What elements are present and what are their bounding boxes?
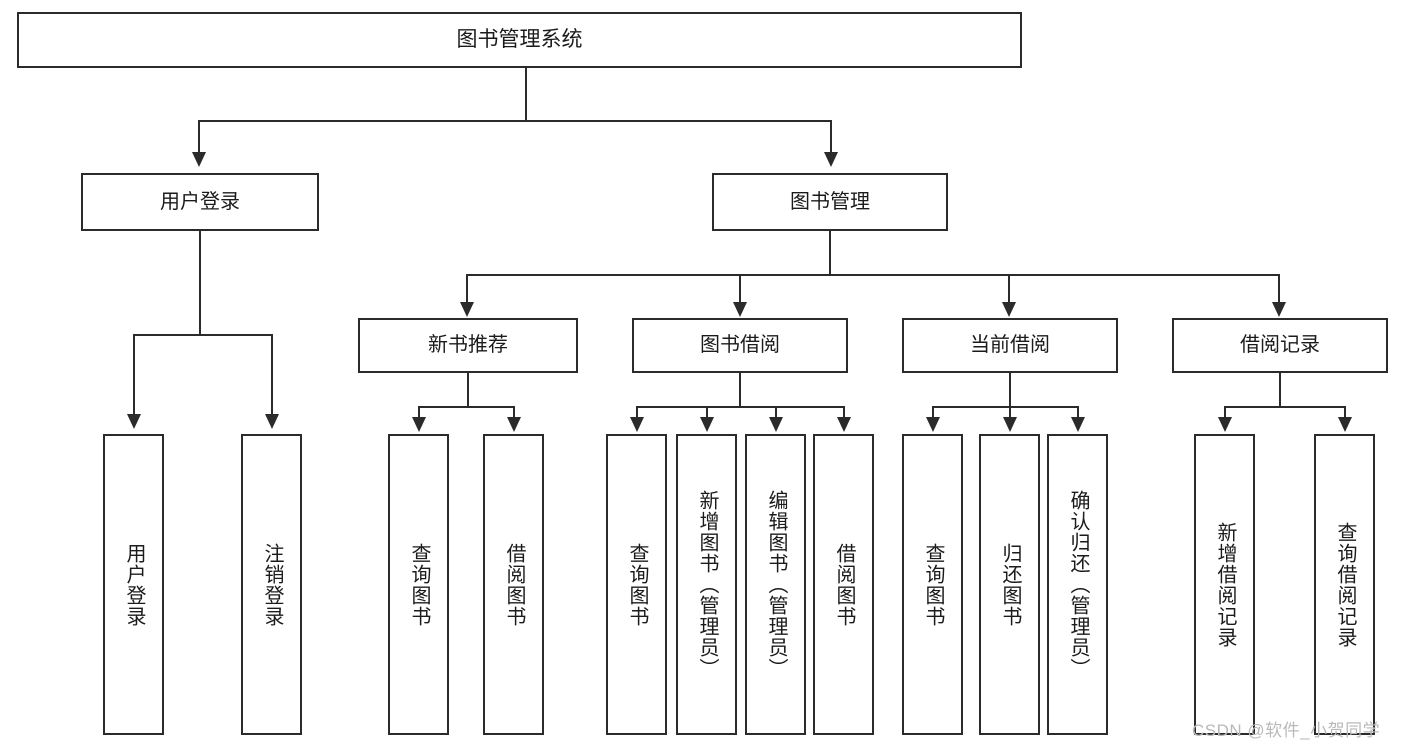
arrowhead-br-leaf-1	[1218, 417, 1232, 432]
arrowhead-cb-leaf-2	[1003, 417, 1017, 432]
connector-to-book-borrow	[739, 274, 741, 304]
node-label: 图书管理系统	[456, 27, 583, 51]
node-book-management[interactable]: 图书管理	[712, 173, 948, 231]
arrowhead-cb-leaf-1	[926, 417, 940, 432]
arrowhead-cb-leaf-3	[1071, 417, 1085, 432]
node-label: 新书推荐	[428, 334, 508, 356]
connector-new-book-recommend-bar	[418, 406, 514, 408]
node-book-borrow[interactable]: 图书借阅	[632, 318, 848, 373]
node-label: 图书管理	[790, 190, 870, 213]
connector-root-to-book-management	[830, 120, 832, 154]
node-label: 查询图书	[626, 542, 648, 627]
arrowhead-to-borrow-record	[1272, 302, 1286, 317]
connector-current-borrow-bar	[932, 406, 1078, 408]
arrowhead-nbr-leaf-1	[412, 417, 426, 432]
node-borrow-record[interactable]: 借阅记录	[1172, 318, 1388, 373]
arrowhead-to-book-management	[824, 152, 838, 167]
connector-root-to-user-login	[198, 120, 200, 154]
node-label: 注销登录	[261, 542, 283, 627]
leaf-book-borrow-edit-book-admin[interactable]: 编辑图书（管理员）	[745, 434, 806, 735]
connector-br-leaf-2	[1344, 406, 1346, 419]
leaf-current-borrow-return-book[interactable]: 归还图书	[979, 434, 1040, 735]
arrowhead-to-current-borrow	[1002, 302, 1016, 317]
connector-bb-leaf-4	[843, 406, 845, 419]
node-label: 编辑图书（管理员）	[765, 490, 787, 679]
leaf-user-login-login[interactable]: 用户登录	[103, 434, 164, 735]
arrowhead-bb-leaf-2	[700, 417, 714, 432]
connector-book-management-stem	[829, 231, 831, 275]
leaf-borrow-record-add-record[interactable]: 新增借阅记录	[1194, 434, 1255, 735]
leaf-new-book-query-book[interactable]: 查询图书	[388, 434, 449, 735]
connector-book-borrow-stem	[739, 373, 741, 407]
connector-borrow-record-bar	[1224, 406, 1344, 408]
arrowhead-to-book-borrow	[733, 302, 747, 317]
node-root-book-management-system[interactable]: 图书管理系统	[17, 12, 1022, 68]
node-new-book-recommend[interactable]: 新书推荐	[358, 318, 578, 373]
node-current-borrow[interactable]: 当前借阅	[902, 318, 1118, 373]
arrowhead-to-user-login	[192, 152, 206, 167]
connector-bb-leaf-3	[775, 406, 777, 419]
node-label: 用户登录	[160, 190, 240, 213]
connector-book-borrow-bar	[636, 406, 844, 408]
arrowhead-user-login-leaf-2	[265, 414, 279, 429]
arrowhead-to-new-book-recommend	[460, 302, 474, 317]
connector-nbr-leaf-2	[513, 406, 515, 419]
connector-to-new-book-recommend	[466, 274, 468, 304]
connector-cb-leaf-3	[1077, 406, 1079, 419]
node-label: 借阅图书	[833, 542, 855, 627]
leaf-book-borrow-query-book[interactable]: 查询图书	[606, 434, 667, 735]
node-user-login[interactable]: 用户登录	[81, 173, 319, 231]
connector-to-current-borrow	[1008, 274, 1010, 304]
node-label: 确认归还（管理员）	[1067, 490, 1089, 679]
connector-to-borrow-record	[1278, 274, 1280, 304]
arrowhead-bb-leaf-3	[769, 417, 783, 432]
leaf-new-book-borrow-book[interactable]: 借阅图书	[483, 434, 544, 735]
connector-bb-leaf-2	[706, 406, 708, 419]
leaf-user-login-logout[interactable]: 注销登录	[241, 434, 302, 735]
connector-br-leaf-1	[1224, 406, 1226, 419]
node-label: 借阅记录	[1240, 334, 1320, 356]
connector-cb-leaf-2	[1009, 406, 1011, 419]
node-label: 新增图书（管理员）	[696, 490, 718, 679]
connector-user-login-leaf-1	[133, 334, 135, 416]
connector-cb-leaf-1	[932, 406, 934, 419]
connector-user-login-leaf-2	[271, 334, 273, 416]
connector-borrow-record-stem	[1279, 373, 1281, 407]
node-label: 新增借阅记录	[1214, 521, 1236, 648]
arrowhead-br-leaf-2	[1338, 417, 1352, 432]
node-label: 用户登录	[123, 542, 145, 627]
leaf-book-borrow-add-book-admin[interactable]: 新增图书（管理员）	[676, 434, 737, 735]
leaf-current-borrow-confirm-return-admin[interactable]: 确认归还（管理员）	[1047, 434, 1108, 735]
connector-new-book-recommend-stem	[467, 373, 469, 407]
node-label: 查询图书	[922, 542, 944, 627]
arrowhead-bb-leaf-4	[837, 417, 851, 432]
connector-nbr-leaf-1	[418, 406, 420, 419]
node-label: 查询借阅记录	[1334, 521, 1356, 648]
arrowhead-user-login-leaf-1	[127, 414, 141, 429]
node-label: 查询图书	[408, 542, 430, 627]
node-label: 图书借阅	[700, 334, 780, 356]
leaf-borrow-record-query-record[interactable]: 查询借阅记录	[1314, 434, 1375, 735]
connector-user-login-bar	[133, 334, 272, 336]
leaf-book-borrow-borrow-book[interactable]: 借阅图书	[813, 434, 874, 735]
connector-root-stem	[525, 68, 527, 120]
node-label: 归还图书	[999, 542, 1021, 627]
connector-user-login-stem	[199, 231, 201, 335]
arrowhead-bb-leaf-1	[630, 417, 644, 432]
connector-bb-leaf-1	[636, 406, 638, 419]
node-label: 当前借阅	[970, 334, 1050, 356]
leaf-current-borrow-query-book[interactable]: 查询图书	[902, 434, 963, 735]
arrowhead-nbr-leaf-2	[507, 417, 521, 432]
node-label: 借阅图书	[503, 542, 525, 627]
watermark-csdn: CSDN @软件_小贺同学	[1192, 721, 1381, 740]
connector-current-borrow-stem	[1009, 373, 1011, 407]
connector-book-management-bar	[466, 274, 1278, 276]
connector-root-bar	[198, 120, 831, 122]
